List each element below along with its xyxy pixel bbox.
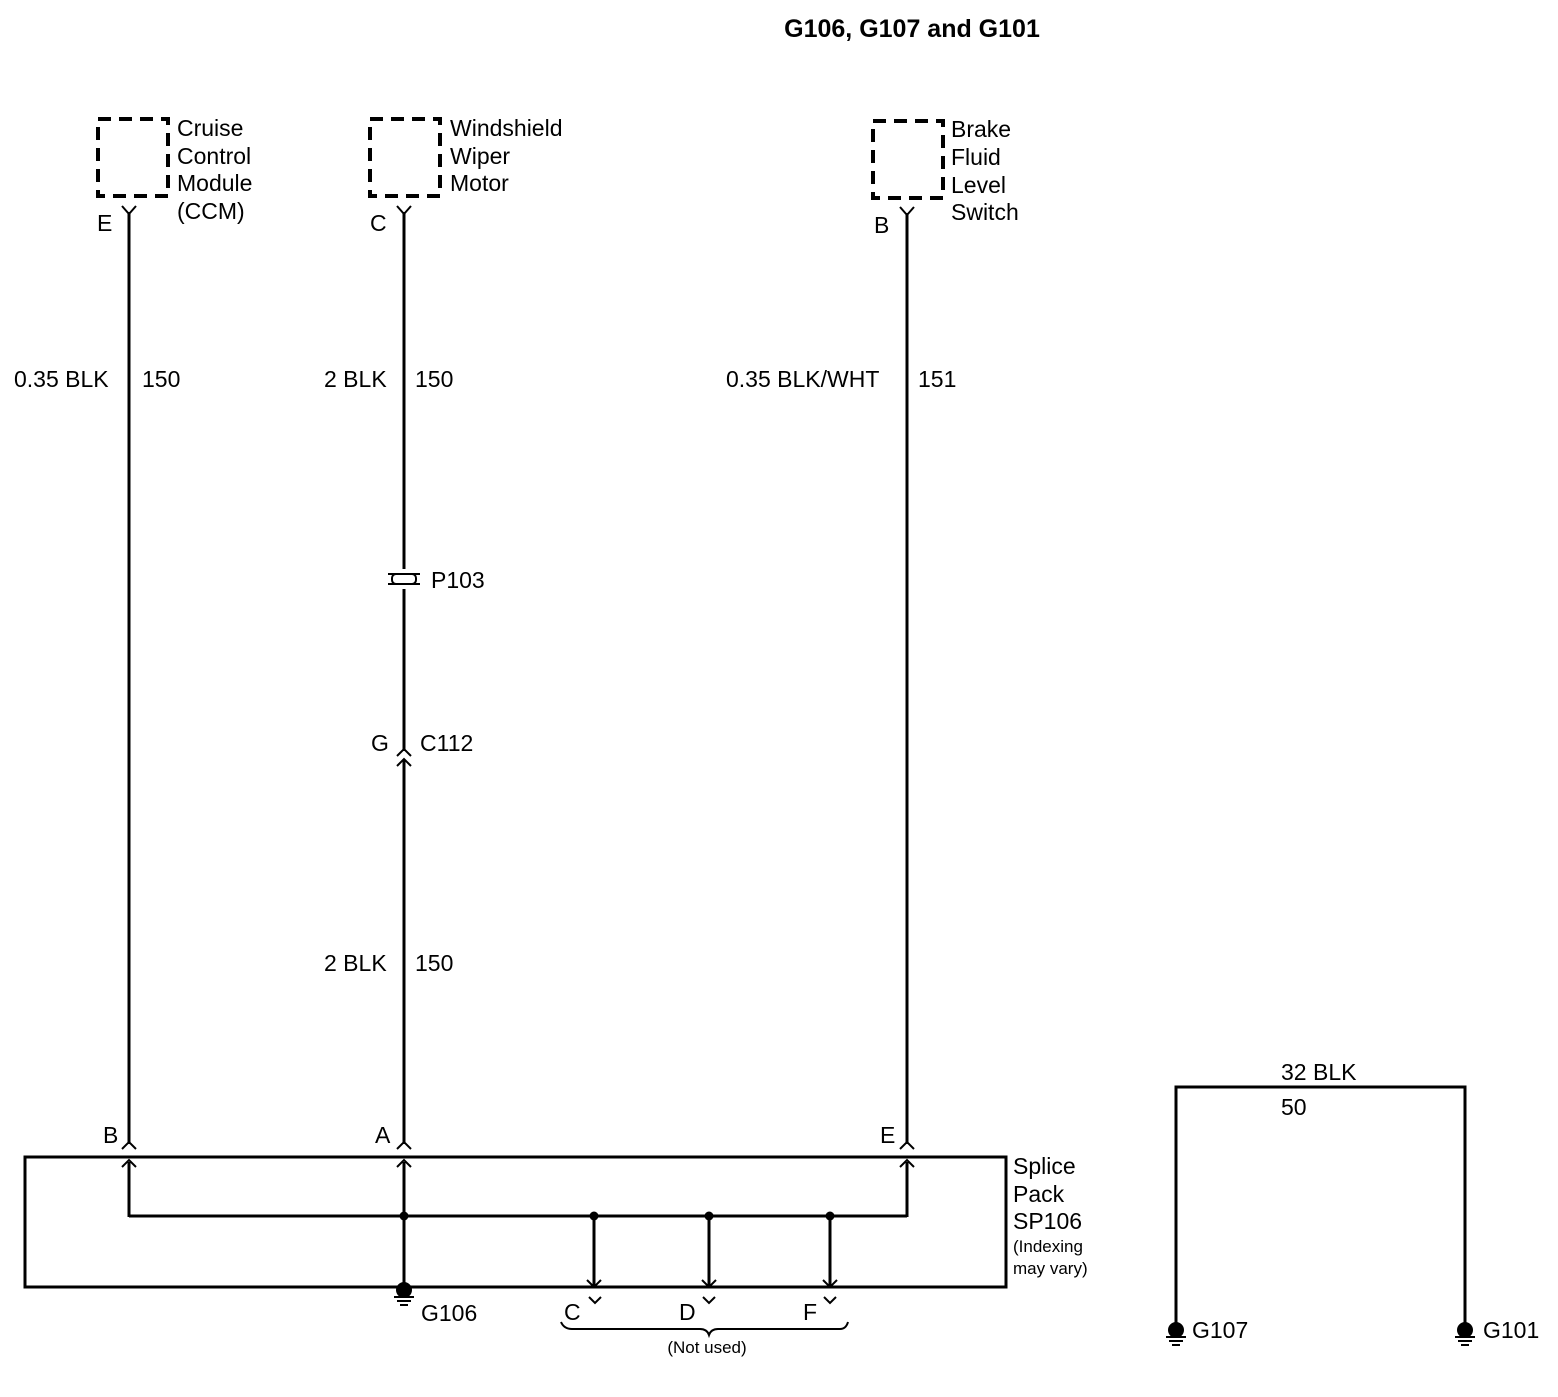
wiper-lower-wire-circuit: 150: [415, 950, 453, 976]
splice-pack-label-line1: Splice: [1013, 1153, 1076, 1179]
wiper-label-line1: Windshield: [450, 115, 563, 141]
g101-ground-icon: [1455, 1322, 1475, 1346]
ground-link-circuit: 50: [1281, 1094, 1307, 1120]
splice-pin-c-terminal-icon: [588, 1296, 602, 1305]
splice-pin-a-inner-terminal-icon: [396, 1158, 412, 1168]
splice-pack-label-line3: SP106: [1013, 1208, 1082, 1234]
splice-pin-d-label: D: [679, 1299, 696, 1325]
splice-junction-dot-a: [399, 1211, 409, 1221]
splice-pin-a-terminal-icon: [396, 1140, 412, 1150]
splice-pin-e-label: E: [880, 1122, 895, 1148]
brake-component-box: [871, 119, 945, 200]
diagram-title: G106, G107 and G101: [784, 15, 1040, 43]
ccm-label-line3: Module: [177, 170, 252, 196]
ccm-component-box: [96, 117, 170, 198]
splice-pin-f-inner-terminal-icon: [822, 1279, 838, 1289]
brake-label-line2: Fluid: [951, 144, 1001, 170]
g107-label: G107: [1192, 1317, 1248, 1343]
c112-female-terminal-icon: [396, 747, 412, 757]
ccm-pin-label: E: [97, 210, 112, 236]
splice-pin-c-label: C: [564, 1299, 581, 1325]
ccm-wire-size-color: 0.35 BLK: [14, 366, 109, 392]
wiper-upper-wire-size-color: 2 BLK: [324, 366, 387, 392]
splice-pin-d-inner-terminal-icon: [701, 1279, 717, 1289]
p103-label: P103: [431, 567, 485, 593]
ccm-label-line4: (CCM): [177, 198, 245, 224]
splice-pin-f-terminal-icon: [823, 1296, 837, 1305]
wiper-upper-wire-circuit: 150: [415, 366, 453, 392]
not-used-brace-icon: [560, 1321, 849, 1339]
splice-pin-b-label: B: [103, 1122, 118, 1148]
splice-pack-note-line1: (Indexing: [1013, 1237, 1083, 1256]
not-used-label: (Not used): [667, 1338, 746, 1357]
splice-pin-a-label: A: [375, 1122, 391, 1148]
c112-pin-label: G: [371, 730, 389, 756]
wiper-label-line2: Wiper: [450, 143, 510, 169]
ccm-label-line1: Cruise: [177, 115, 243, 141]
wiper-pin-label: C: [370, 210, 387, 236]
wiper-component-box: [368, 117, 442, 198]
g106-label: G106: [421, 1300, 477, 1326]
ground-link-wire: [1174, 1085, 1467, 1328]
splice-pack-box: [23, 1155, 1008, 1289]
g101-label: G101: [1483, 1317, 1539, 1343]
p103-pass-through-icon: [388, 573, 420, 585]
brake-label-line1: Brake: [951, 116, 1011, 142]
wiper-lower-wire-size-color: 2 BLK: [324, 950, 387, 976]
c112-label: C112: [420, 730, 473, 756]
splice-pack-label-line2: Pack: [1013, 1181, 1065, 1207]
wiper-label-line3: Motor: [450, 170, 509, 196]
splice-pin-d-terminal-icon: [702, 1296, 716, 1305]
brake-wire-circuit: 151: [918, 366, 956, 392]
splice-pack-note-line2: may vary): [1013, 1259, 1088, 1278]
splice-pin-b-terminal-icon: [121, 1140, 137, 1150]
brake-label-line4: Switch: [951, 199, 1019, 225]
g106-ground-icon: [394, 1282, 414, 1306]
g107-ground-icon: [1166, 1322, 1186, 1346]
ccm-wire-circuit: 150: [142, 366, 180, 392]
ccm-label-line2: Control: [177, 143, 251, 169]
splice-pin-b-inner-terminal-icon: [121, 1158, 137, 1168]
splice-pin-f-label: F: [803, 1299, 817, 1325]
brake-pin-label: B: [874, 212, 889, 238]
brake-label-line3: Level: [951, 172, 1006, 198]
brake-wire-size-color: 0.35 BLK/WHT: [726, 366, 879, 392]
splice-pin-c-inner-terminal-icon: [586, 1279, 602, 1289]
splice-pin-e-inner-terminal-icon: [899, 1158, 915, 1168]
ground-link-size-color: 32 BLK: [1281, 1059, 1357, 1085]
splice-pin-e-terminal-icon: [899, 1140, 915, 1150]
